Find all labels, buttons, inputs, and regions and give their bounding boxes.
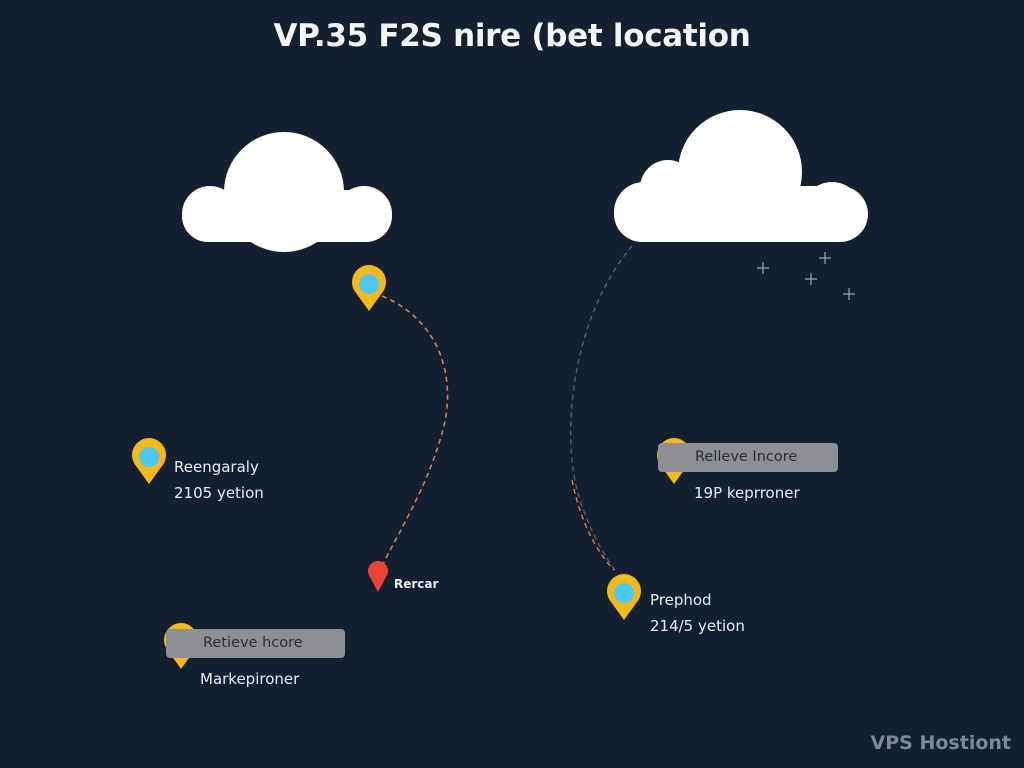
marker-title: Reengaraly bbox=[174, 458, 259, 476]
marker-pill[interactable]: Retieve hcore bbox=[166, 629, 345, 658]
location-pin-icon[interactable] bbox=[368, 561, 388, 592]
marker-subtitle: 214/5 yetion bbox=[650, 617, 745, 635]
marker-title: Prephod bbox=[650, 591, 712, 609]
route-line bbox=[381, 295, 449, 567]
marker-label: Rercar bbox=[394, 577, 439, 591]
marker-subtitle: 2105 yetion bbox=[174, 484, 264, 502]
location-pin-icon[interactable] bbox=[132, 438, 166, 484]
watermark: VPS Hostiont bbox=[870, 732, 1011, 754]
route-line bbox=[571, 479, 615, 571]
sparkle-icon bbox=[757, 252, 855, 300]
marker-subtitle: Markepironer bbox=[200, 670, 300, 688]
location-pin-icon[interactable] bbox=[607, 574, 641, 620]
route-line bbox=[569, 245, 633, 571]
cloud-icon bbox=[614, 110, 868, 242]
marker-pill[interactable]: Relleve Incore bbox=[658, 443, 838, 472]
page-title: VP.35 F2S nire (bet location bbox=[273, 18, 751, 54]
marker-subtitle: 19P keprroner bbox=[694, 484, 800, 502]
cloud-icon bbox=[182, 132, 392, 252]
location-pin-icon[interactable] bbox=[352, 265, 386, 311]
